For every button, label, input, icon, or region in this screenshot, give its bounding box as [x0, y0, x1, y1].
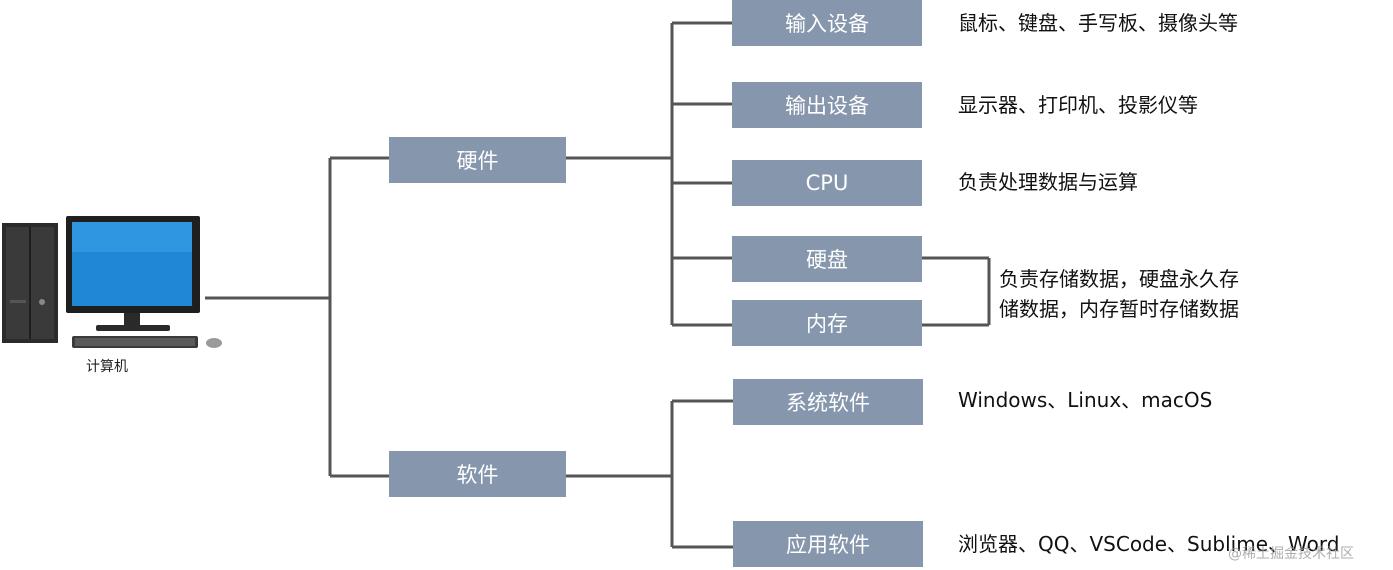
input-device-node: 输入设备 [732, 0, 922, 46]
output-device-desc: 显示器、打印机、投影仪等 [958, 93, 1198, 117]
hardware-node: 硬件 [389, 137, 566, 183]
system-software-label: 系统软件 [786, 391, 870, 415]
storage-desc-line1: 负责存储数据，硬盘永久存 [999, 267, 1239, 291]
input-device-desc: 鼠标、键盘、手写板、摄像头等 [958, 11, 1238, 35]
software-node: 软件 [389, 451, 566, 497]
computer-icon [2, 216, 222, 348]
cpu-label: CPU [805, 171, 849, 195]
memory-node: 内存 [732, 300, 922, 346]
application-software-node: 应用软件 [733, 521, 923, 567]
memory-label: 内存 [806, 312, 848, 336]
hardware-label: 硬件 [456, 149, 499, 173]
cpu-desc: 负责处理数据与运算 [958, 170, 1138, 194]
output-device-node: 输出设备 [732, 82, 922, 128]
storage-desc: 负责存储数据，硬盘永久存 储数据，内存暂时存储数据 [999, 264, 1239, 324]
watermark: @稀土掘金技术社区 [1228, 546, 1354, 562]
application-software-desc: 浏览器、QQ、VSCode、Sublime、Word [958, 532, 1340, 556]
storage-desc-line2: 储数据，内存暂时存储数据 [999, 297, 1239, 321]
disk-node: 硬盘 [732, 236, 922, 282]
input-device-label: 输入设备 [785, 12, 869, 36]
output-device-label: 输出设备 [785, 94, 869, 118]
system-software-desc: Windows、Linux、macOS [958, 388, 1213, 412]
application-software-label: 应用软件 [786, 533, 870, 557]
disk-label: 硬盘 [806, 248, 848, 272]
cpu-node: CPU [732, 160, 922, 206]
root-label: 计算机 [86, 359, 128, 375]
system-software-node: 系统软件 [733, 379, 923, 425]
software-label: 软件 [456, 463, 499, 487]
